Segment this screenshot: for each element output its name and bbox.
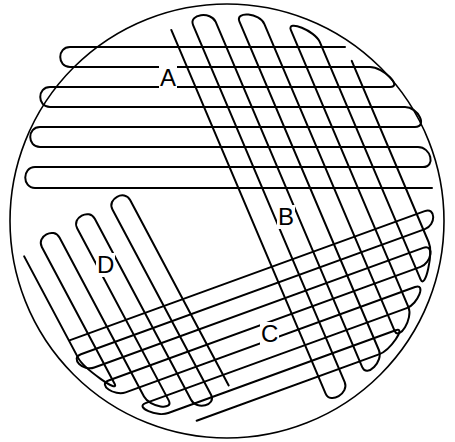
streak-b — [170, 0, 455, 401]
streak-d — [20, 192, 232, 442]
section-letter: A — [159, 66, 177, 90]
streak-c — [69, 209, 455, 442]
section-letter: B — [277, 205, 295, 229]
section-letter: D — [96, 253, 115, 277]
section-letter: C — [260, 322, 279, 346]
